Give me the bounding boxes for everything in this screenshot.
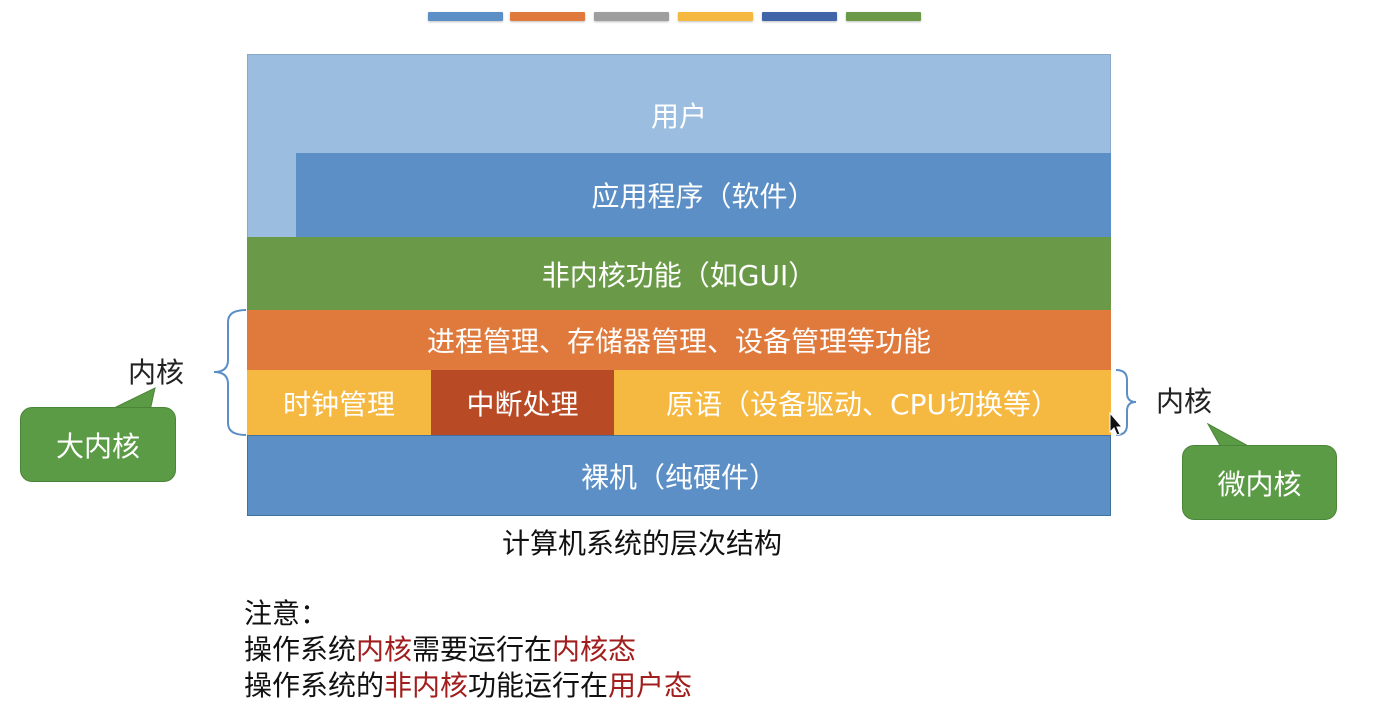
top-bar-6 bbox=[846, 12, 921, 21]
layer-hardware-label: 裸机（纯硬件） bbox=[580, 460, 777, 494]
layer-primitives: 原语（设备驱动、CPU切换等） bbox=[614, 370, 1111, 435]
left-kernel-label: 内核 bbox=[128, 356, 185, 389]
top-bar-4 bbox=[678, 12, 753, 21]
notes-line-1-part-1: 操作系统 bbox=[244, 633, 357, 666]
notes-line-1: 操作系统内核需要运行在内核态 bbox=[244, 628, 636, 668]
top-bar-5 bbox=[762, 12, 837, 21]
layer-primitives-label: 原语（设备驱动、CPU切换等） bbox=[666, 387, 1059, 421]
notes-line-2: 操作系统的非内核功能运行在用户态 bbox=[244, 664, 692, 704]
layer-apps-label: 应用程序（软件） bbox=[591, 180, 816, 213]
layer-apps: 应用程序（软件） bbox=[296, 153, 1111, 237]
layer-interrupt-label: 中断处理 bbox=[466, 387, 579, 421]
top-bar-3 bbox=[594, 12, 669, 21]
notes-line-2-part-3: 功能运行在 bbox=[468, 669, 609, 702]
notes-title: 注意： bbox=[244, 597, 329, 630]
micro-kernel-callout-label: 微内核 bbox=[1217, 467, 1302, 501]
layer-user-label: 用户 bbox=[650, 100, 707, 133]
right-kernel-label: 内核 bbox=[1156, 385, 1213, 418]
layer-clock-label: 时钟管理 bbox=[282, 387, 395, 421]
micro-kernel-callout: 微内核 bbox=[1182, 445, 1337, 520]
notes-line-2-non-kernel: 非内核 bbox=[384, 669, 469, 702]
layer-interrupt: 中断处理 bbox=[431, 370, 614, 435]
diagram-caption: 计算机系统的层次结构 bbox=[502, 527, 783, 560]
top-bar-1 bbox=[428, 12, 503, 21]
right-brace bbox=[1115, 369, 1137, 436]
big-kernel-callout-label: 大内核 bbox=[55, 429, 140, 463]
layer-hardware: 裸机（纯硬件） bbox=[247, 435, 1111, 516]
left-brace bbox=[213, 309, 247, 436]
big-kernel-callout: 大内核 bbox=[20, 407, 176, 482]
notes-line-1-kernel-mode: 内核态 bbox=[552, 633, 637, 666]
top-bar-2 bbox=[510, 12, 585, 21]
notes-line-2-user-mode: 用户态 bbox=[608, 669, 693, 702]
layer-management: 进程管理、存储器管理、设备管理等功能 bbox=[247, 310, 1111, 370]
layer-non-kernel-label: 非内核功能（如GUI） bbox=[541, 258, 817, 292]
layer-clock: 时钟管理 bbox=[247, 370, 431, 435]
notes-line-1-part-3: 需要运行在 bbox=[412, 633, 553, 666]
notes-line-2-part-1: 操作系统的 bbox=[244, 669, 385, 702]
layer-non-kernel: 非内核功能（如GUI） bbox=[247, 237, 1111, 310]
notes-line-1-kernel: 内核 bbox=[356, 633, 413, 666]
layer-management-label: 进程管理、存储器管理、设备管理等功能 bbox=[426, 325, 931, 358]
mouse-cursor-icon bbox=[1109, 411, 1124, 436]
